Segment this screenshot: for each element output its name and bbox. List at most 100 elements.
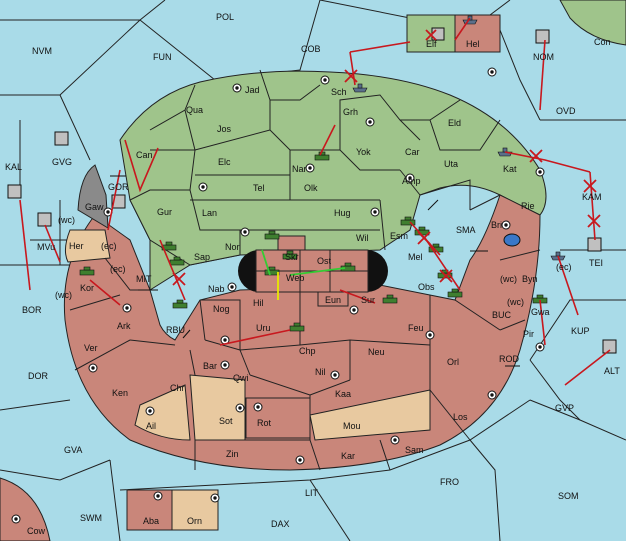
label-kor: Kor — [80, 283, 94, 293]
label-wc-a: (wc) — [58, 215, 75, 225]
label-yok: Yok — [356, 147, 371, 157]
army-icon — [161, 241, 177, 251]
label-nar: Nar — [292, 164, 307, 174]
failed-order-markers — [172, 29, 601, 286]
label-wil: Wil — [356, 233, 369, 243]
coast-connectors — [110, 175, 520, 367]
label-qwi: Qwi — [233, 373, 249, 383]
supply-center-icon — [390, 435, 400, 445]
label-pir: Pir — [523, 329, 534, 339]
green-province-borders — [149, 69, 501, 255]
units[interactable] — [7, 15, 617, 354]
label-tei: TEI — [589, 258, 603, 268]
region-aba[interactable] — [126, 489, 173, 531]
label-eld: Eld — [448, 118, 461, 128]
label-rot: Rot — [257, 418, 272, 428]
region-mou[interactable] — [309, 389, 431, 441]
supply-center-icon — [365, 117, 375, 127]
label-dax: DAX — [271, 519, 290, 529]
label-byn: Byn — [522, 274, 538, 284]
region-ail[interactable] — [134, 384, 191, 441]
label-kat: Kat — [503, 164, 517, 174]
supply-center-icon — [501, 220, 511, 230]
army-icon — [382, 294, 398, 304]
supply-center-icon — [405, 173, 415, 183]
supply-center-icon — [210, 493, 220, 503]
supply-center-icon — [487, 67, 497, 77]
army-icon — [264, 266, 280, 276]
label-jos: Jos — [217, 124, 232, 134]
supply-center-icon — [145, 406, 155, 416]
supply-center-icon — [295, 455, 305, 465]
supply-center-icon — [88, 363, 98, 373]
label-con: Con — [594, 37, 611, 47]
army-icon — [289, 322, 305, 332]
label-qua: Qua — [186, 105, 203, 115]
army-icon — [282, 250, 298, 260]
label-kal: KAL — [5, 162, 22, 172]
region-hel[interactable] — [454, 14, 501, 53]
supply-center-icon — [232, 83, 242, 93]
label-orl: Orl — [447, 357, 459, 367]
supply-center-icon — [11, 514, 21, 524]
label-fro: FRO — [440, 477, 459, 487]
label-rbu: RBU — [166, 325, 185, 335]
label-fun: FUN — [153, 52, 172, 62]
label-her: Her — [69, 241, 84, 251]
label-alt: ALT — [604, 366, 620, 376]
label-gur: Gur — [157, 207, 172, 217]
label-nil: Nil — [315, 367, 326, 377]
label-amp: Amp — [402, 176, 421, 186]
label-can: Can — [136, 150, 153, 160]
supply-center-icon — [122, 303, 132, 313]
label-hel: Hel — [466, 39, 480, 49]
supply-center-icon — [253, 402, 263, 412]
label-som: SOM — [558, 491, 579, 501]
label-buc: BUC — [492, 310, 512, 320]
label-olk: Olk — [304, 183, 318, 193]
label-esm: Esm — [390, 231, 408, 241]
label-nvm: NVM — [32, 46, 52, 56]
label-eun: Eun — [325, 295, 341, 305]
label-nom: NOM — [533, 52, 554, 62]
army-icon — [79, 266, 95, 276]
label-rod: ROD — [499, 354, 520, 364]
region-her[interactable] — [64, 229, 111, 263]
supply-center-icon — [320, 75, 330, 85]
label-lit: LIT — [305, 488, 319, 498]
label-bar: Bar — [203, 361, 217, 371]
label-mvu: MVu — [37, 242, 55, 252]
label-ost: Ost — [317, 256, 332, 266]
label-nab: Nab — [208, 284, 225, 294]
label-wc-b: (wc) — [55, 290, 72, 300]
label-lan: Lan — [202, 208, 217, 218]
label-sma: SMA — [456, 225, 476, 235]
dislodged-unit-icon — [7, 184, 22, 199]
label-gaw: Gaw — [85, 202, 104, 212]
label-bri: Bri — [491, 220, 502, 230]
dislodged-unit-icon — [602, 339, 617, 354]
supply-center-icon — [425, 330, 435, 340]
label-neu: Neu — [368, 347, 385, 357]
label-gor: GOR — [108, 182, 129, 192]
region-gaw-gray — [77, 164, 109, 229]
label-kup: KUP — [571, 326, 590, 336]
label-dor: DOR — [28, 371, 49, 381]
label-ken: Ken — [112, 388, 128, 398]
army-icon — [447, 288, 463, 298]
supply-center-icon — [535, 167, 545, 177]
label-sam: Sam — [405, 445, 424, 455]
label-kaa: Kaa — [335, 389, 351, 399]
label-sch: Sch — [331, 87, 347, 97]
label-elf: Elf — [426, 39, 437, 49]
dislodged-unit-icon — [37, 212, 52, 227]
order-arrows — [19, 17, 611, 386]
army-icon — [264, 230, 280, 240]
supply-center-icon — [227, 282, 237, 292]
label-swm: SWM — [80, 513, 102, 523]
label-sap: Sap — [194, 252, 210, 262]
label-hil: Hil — [253, 298, 264, 308]
label-wc-d: (wc) — [507, 297, 524, 307]
label-ec-c: (ec) — [556, 262, 572, 272]
label-ver: Ver — [84, 343, 98, 353]
